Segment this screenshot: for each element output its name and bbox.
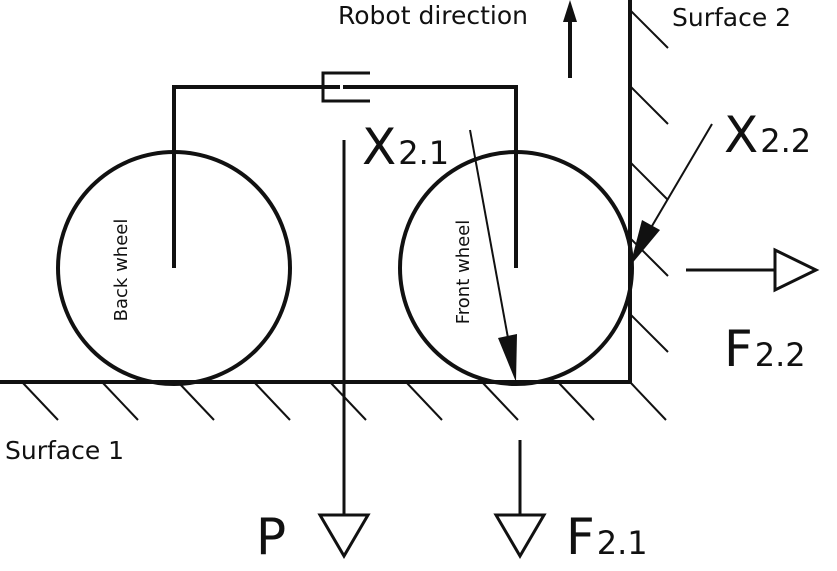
f21-label-sub: 2.1: [597, 524, 648, 562]
x22-label-main: X: [724, 106, 758, 164]
f21-label-main: F: [566, 508, 595, 566]
surface-1-label: Surface 1: [5, 436, 124, 465]
x22-label: X2.2: [724, 106, 811, 164]
surface-2-label: Surface 2: [672, 3, 791, 32]
f22-label-sub: 2.2: [755, 336, 806, 374]
x21-arrow: [469, 129, 517, 382]
back-wheel-label: Back wheel: [111, 219, 132, 322]
f21-arrow: [493, 440, 547, 559]
f21-label: F2.1: [566, 508, 648, 566]
robot-direction-arrow: [563, 0, 577, 78]
x21-label-main: X: [362, 118, 396, 176]
front-wheel-label: Front wheel: [453, 220, 474, 325]
frame-right-arm: [343, 85, 518, 268]
x21-label: X2.1: [362, 118, 449, 176]
surface-2-hatching: [629, 9, 669, 353]
frame-left-arm: [172, 85, 340, 268]
f22-arrow: [686, 247, 820, 293]
surface-2: [628, 0, 669, 384]
f22-label: F2.2: [724, 320, 806, 378]
x22-arrow: [630, 123, 713, 266]
front-wheel: [398, 150, 634, 386]
frame-joint: [321, 71, 370, 103]
surface-1-hatching: [21, 381, 667, 421]
back-wheel: [56, 150, 292, 386]
p-label: P: [256, 508, 286, 566]
p-label-main: P: [256, 508, 286, 566]
x21-label-sub: 2.1: [398, 134, 449, 172]
x22-label-sub: 2.2: [760, 122, 811, 160]
robot-direction-label: Robot direction: [338, 1, 528, 30]
surface-1: [0, 380, 667, 421]
robot-frame: [172, 71, 518, 268]
p-arrow: [317, 140, 371, 559]
f22-label-main: F: [724, 320, 753, 378]
